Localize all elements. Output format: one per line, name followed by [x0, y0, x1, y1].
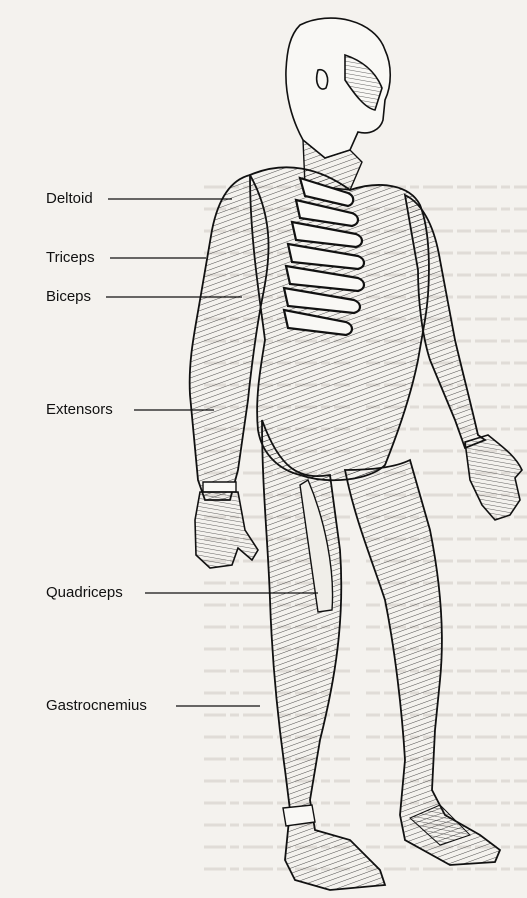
label-gastrocnemius: Gastrocnemius: [44, 697, 149, 715]
label-triceps: Triceps: [44, 249, 97, 267]
label-deltoid: Deltoid: [44, 190, 95, 208]
left-ankle-band: [283, 805, 315, 826]
label-biceps: Biceps: [44, 288, 93, 306]
head: [286, 18, 390, 158]
label-quadriceps: Quadriceps: [44, 584, 125, 602]
label-extensors: Extensors: [44, 401, 115, 419]
left-wrist-band: [203, 482, 236, 492]
